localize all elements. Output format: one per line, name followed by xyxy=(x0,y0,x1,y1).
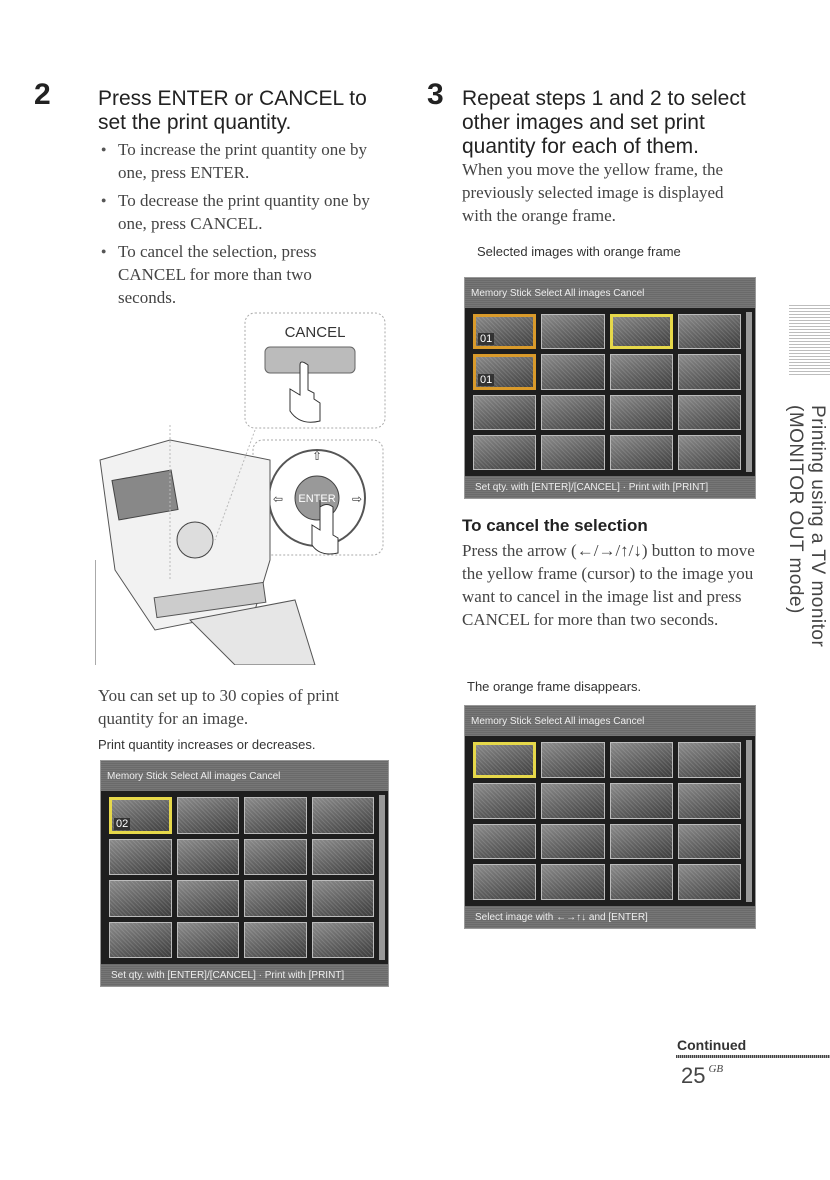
thumbnail[interactable] xyxy=(176,921,239,958)
thumbnail[interactable] xyxy=(244,880,307,917)
thumbnail[interactable] xyxy=(609,354,673,390)
thumbnail[interactable] xyxy=(473,394,537,430)
bullet-item: To decrease the print quantity one by on… xyxy=(98,189,398,235)
printer-illustration: CANCEL ENTER ⇧ ⇦ ⇨ xyxy=(95,312,386,665)
enter-label: ENTER xyxy=(298,493,335,505)
quantity-label: 01 xyxy=(478,333,495,346)
thumbnail[interactable] xyxy=(609,823,673,860)
tv-screen-image-list: Memory Stick Select All images Cancel 01… xyxy=(464,277,756,499)
thumbnail[interactable] xyxy=(541,823,605,860)
thumbnail[interactable] xyxy=(541,354,605,390)
svg-text:⇨: ⇨ xyxy=(352,492,362,506)
quantity-label: 01 xyxy=(478,373,495,386)
thumbnail[interactable] xyxy=(244,838,307,875)
thumbnail[interactable] xyxy=(609,314,673,350)
thumbnail[interactable] xyxy=(311,880,374,917)
thumbnail[interactable] xyxy=(541,782,605,819)
thumbnail[interactable] xyxy=(244,921,307,958)
section-heading: To cancel the selection xyxy=(462,516,648,535)
thumbnail[interactable] xyxy=(609,864,673,900)
thumbnail[interactable] xyxy=(677,823,741,860)
bullet-item: To increase the print quantity one by on… xyxy=(98,138,398,184)
thumbnail-grid: 02 xyxy=(109,797,374,958)
thumbnail[interactable]: 01 xyxy=(473,314,537,350)
thumbnail[interactable] xyxy=(609,434,673,470)
continued-label: Continued xyxy=(677,1037,747,1053)
thumbnail[interactable] xyxy=(176,797,239,834)
step-number: 2 xyxy=(34,78,51,111)
screen-footer: Select image with ←→↑↓ and [ENTER] xyxy=(465,906,755,928)
chapter-tab-marker xyxy=(789,305,830,375)
thumbnail[interactable] xyxy=(541,314,605,350)
thumbnail-grid: 01 01 xyxy=(473,314,741,470)
thumbnail[interactable] xyxy=(176,838,239,875)
thumbnail[interactable] xyxy=(677,782,741,819)
thumbnail[interactable] xyxy=(677,314,741,350)
thumbnail[interactable] xyxy=(311,921,374,958)
thumbnail[interactable] xyxy=(677,742,741,778)
cancel-label: CANCEL xyxy=(285,324,346,341)
thumbnail[interactable] xyxy=(473,823,537,860)
thumbnail[interactable] xyxy=(541,434,605,470)
thumbnail[interactable]: 01 xyxy=(473,354,537,390)
footer-rule xyxy=(676,1055,830,1058)
screen-header: Memory Stick Select All images Cancel xyxy=(101,761,388,791)
screen-footer: Set qty. with [ENTER]/[CANCEL] · Print w… xyxy=(465,476,755,498)
thumbnail[interactable] xyxy=(609,742,673,778)
svg-text:⇧: ⇧ xyxy=(312,449,322,463)
screen-caption: Print quantity increases or decreases. xyxy=(98,737,316,752)
thumbnail[interactable] xyxy=(244,797,307,834)
thumbnail[interactable] xyxy=(311,797,374,834)
thumbnail[interactable] xyxy=(109,880,172,917)
quantity-label: 02 xyxy=(114,817,131,830)
step-body: When you move the yellow frame, the prev… xyxy=(462,160,724,225)
thumbnail[interactable] xyxy=(609,782,673,819)
cancel-button-drawing xyxy=(264,346,356,374)
thumbnail[interactable] xyxy=(311,838,374,875)
bullet-item: To cancel the selection, press CANCEL fo… xyxy=(98,240,358,309)
thumbnail[interactable] xyxy=(541,864,605,900)
note-text: You can set up to 30 copies of print qua… xyxy=(98,686,339,728)
thumbnail[interactable] xyxy=(473,782,537,819)
thumbnail[interactable] xyxy=(473,864,537,900)
step-title: Repeat steps 1 and 2 to select other ima… xyxy=(462,87,746,158)
thumbnail[interactable] xyxy=(541,742,605,778)
thumbnail[interactable] xyxy=(109,921,172,958)
thumbnail[interactable] xyxy=(109,838,172,875)
screen-caption: Selected images with orange frame xyxy=(477,244,681,259)
screen-caption: The orange frame disappears. xyxy=(467,679,642,694)
screen-header: Memory Stick Select All images Cancel xyxy=(465,278,755,308)
thumbnail[interactable] xyxy=(677,354,741,390)
chapter-side-title: Printing using a TV monitor (MONITOR OUT… xyxy=(785,405,828,648)
page-number-value: 25 xyxy=(681,1063,706,1088)
step-bullets: To increase the print quantity one by on… xyxy=(98,138,398,314)
tv-screen-image-list: Memory Stick Select All images Cancel Se… xyxy=(464,705,756,929)
section-body: Press the arrow (←/→/↑/↓) button to move… xyxy=(462,541,755,629)
thumbnail[interactable] xyxy=(176,880,239,917)
thumbnail[interactable] xyxy=(541,394,605,430)
svg-text:⇦: ⇦ xyxy=(273,492,283,506)
step-title: Press ENTER or CANCEL to set the print q… xyxy=(98,87,367,134)
thumbnail[interactable] xyxy=(677,434,741,470)
hand-icon xyxy=(289,361,321,423)
thumbnail[interactable] xyxy=(677,864,741,900)
tv-screen-image-list: Memory Stick Select All images Cancel 02… xyxy=(100,760,389,987)
thumbnail[interactable] xyxy=(677,394,741,430)
scrollbar[interactable] xyxy=(746,740,752,902)
thumbnail-grid xyxy=(473,742,741,900)
scrollbar[interactable] xyxy=(746,312,752,472)
thumbnail[interactable] xyxy=(473,434,537,470)
page-number-suffix: GB xyxy=(708,1063,724,1075)
thumbnail[interactable] xyxy=(609,394,673,430)
step-number: 3 xyxy=(427,78,444,111)
thumbnail[interactable] xyxy=(473,742,537,778)
screen-header: Memory Stick Select All images Cancel xyxy=(465,706,755,736)
scrollbar[interactable] xyxy=(379,795,385,960)
screen-footer: Set qty. with [ENTER]/[CANCEL] · Print w… xyxy=(101,964,388,986)
thumbnail[interactable]: 02 xyxy=(109,797,172,834)
